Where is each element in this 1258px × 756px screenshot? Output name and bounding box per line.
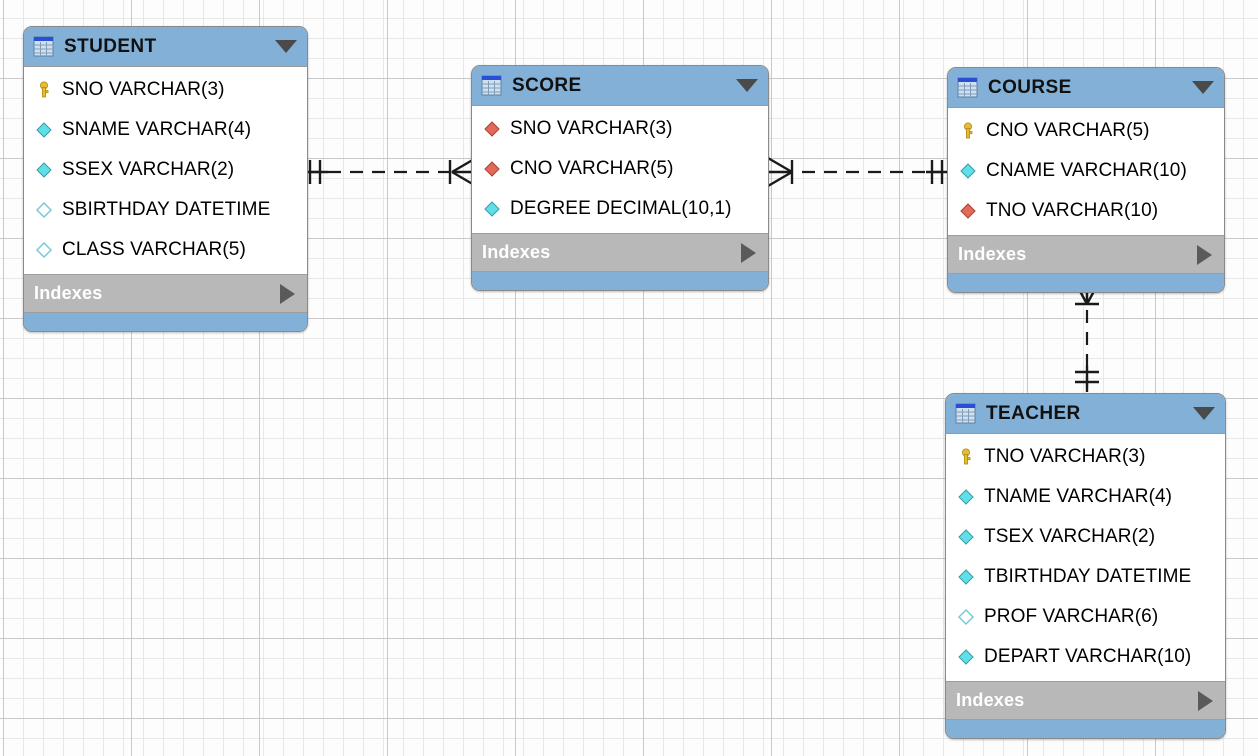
table-icon — [481, 75, 503, 97]
table-footer — [472, 271, 768, 290]
table-card-score[interactable]: SCORE SNO VARCHAR(3) CNO VARCHAR(5) — [471, 65, 769, 291]
table-field-row[interactable]: CNO VARCHAR(5) — [948, 111, 1224, 151]
indexes-label: Indexes — [482, 242, 551, 262]
column-icon — [956, 527, 976, 547]
cardinality-one-teacher — [1075, 366, 1099, 392]
chevron-right-icon[interactable] — [741, 242, 756, 263]
table-indexes-bar-teacher[interactable]: Indexes — [946, 681, 1225, 719]
table-title: STUDENT — [64, 35, 157, 57]
indexes-label: Indexes — [956, 690, 1025, 710]
table-field-label: CNO VARCHAR(5) — [510, 158, 674, 179]
table-header-course[interactable]: COURSE — [948, 68, 1224, 108]
chevron-down-icon[interactable] — [1192, 81, 1214, 94]
table-fields-teacher: TNO VARCHAR(3) TNAME VARCHAR(4) TSEX VAR… — [946, 434, 1225, 681]
table-header-teacher[interactable]: TEACHER — [946, 394, 1225, 434]
table-field-label: TNO VARCHAR(10) — [986, 200, 1159, 221]
relationship-course-teacher[interactable] — [1064, 280, 1110, 396]
table-field-row[interactable]: CLASS VARCHAR(5) — [24, 230, 307, 270]
table-fields-course: CNO VARCHAR(5) CNAME VARCHAR(10) TNO VAR… — [948, 108, 1224, 235]
table-field-row[interactable]: DEPART VARCHAR(10) — [946, 637, 1225, 677]
indexes-label: Indexes — [34, 283, 103, 303]
column-icon — [34, 120, 54, 140]
chevron-right-icon[interactable] — [280, 283, 295, 304]
table-card-course[interactable]: COURSE CNO VARCHAR(5) — [947, 67, 1225, 293]
table-indexes-bar-course[interactable]: Indexes — [948, 235, 1224, 273]
cardinality-many-score-right — [767, 156, 794, 188]
table-field-label: TNO VARCHAR(3) — [984, 446, 1146, 467]
table-field-label: SNAME VARCHAR(4) — [62, 119, 252, 140]
table-field-label: CLASS VARCHAR(5) — [62, 239, 246, 260]
foreign-key-icon — [958, 201, 978, 221]
foreign-key-icon — [482, 119, 502, 139]
indexes-label: Indexes — [958, 244, 1027, 264]
table-field-row[interactable]: SSEX VARCHAR(2) — [24, 150, 307, 190]
chevron-down-icon[interactable] — [736, 79, 758, 92]
table-field-row[interactable]: CNAME VARCHAR(10) — [948, 151, 1224, 191]
table-icon — [33, 36, 55, 58]
table-title: TEACHER — [986, 402, 1081, 424]
chevron-down-icon[interactable] — [1193, 407, 1215, 420]
table-field-row[interactable]: CNO VARCHAR(5) — [472, 149, 768, 189]
column-icon — [956, 487, 976, 507]
table-footer — [24, 312, 307, 331]
table-indexes-bar-score[interactable]: Indexes — [472, 233, 768, 271]
column-icon — [956, 567, 976, 587]
table-field-label: DEGREE DECIMAL(10,1) — [510, 198, 732, 219]
table-icon — [955, 403, 977, 425]
key-icon — [958, 121, 978, 141]
table-field-row[interactable]: TNO VARCHAR(3) — [946, 437, 1225, 477]
relationship-score-course[interactable] — [766, 150, 952, 194]
table-card-student[interactable]: STUDENT SNO VARCHAR(3) — [23, 26, 308, 332]
table-header-student[interactable]: STUDENT — [24, 27, 307, 67]
table-title: SCORE — [512, 74, 582, 96]
column-nullable-icon — [956, 607, 976, 627]
table-field-row[interactable]: SNO VARCHAR(3) — [24, 70, 307, 110]
table-field-row[interactable]: PROF VARCHAR(6) — [946, 597, 1225, 637]
table-field-row[interactable]: TNAME VARCHAR(4) — [946, 477, 1225, 517]
table-footer — [946, 719, 1225, 738]
table-fields-student: SNO VARCHAR(3) SNAME VARCHAR(4) SSEX VAR… — [24, 67, 307, 274]
table-field-label: TSEX VARCHAR(2) — [984, 526, 1156, 547]
table-field-label: SBIRTHDAY DATETIME — [62, 199, 271, 220]
table-footer — [948, 273, 1224, 292]
table-header-score[interactable]: SCORE — [472, 66, 768, 106]
chevron-right-icon[interactable] — [1198, 690, 1213, 711]
table-field-row[interactable]: SNO VARCHAR(3) — [472, 109, 768, 149]
table-field-row[interactable]: SNAME VARCHAR(4) — [24, 110, 307, 150]
table-card-teacher[interactable]: TEACHER TNO VARCHAR(3) — [945, 393, 1226, 739]
column-icon — [956, 647, 976, 667]
table-field-row[interactable]: TSEX VARCHAR(2) — [946, 517, 1225, 557]
relationship-student-score[interactable] — [300, 150, 480, 194]
table-field-label: SNO VARCHAR(3) — [510, 118, 673, 139]
column-icon — [482, 199, 502, 219]
table-field-label: TBIRTHDAY DATETIME — [984, 566, 1192, 587]
table-field-row[interactable]: TBIRTHDAY DATETIME — [946, 557, 1225, 597]
table-field-row[interactable]: DEGREE DECIMAL(10,1) — [472, 189, 768, 229]
column-nullable-icon — [34, 240, 54, 260]
table-field-label: SSEX VARCHAR(2) — [62, 159, 235, 180]
table-field-label: DEPART VARCHAR(10) — [984, 646, 1192, 667]
chevron-down-icon[interactable] — [275, 40, 297, 53]
column-icon — [34, 160, 54, 180]
table-field-label: CNAME VARCHAR(10) — [986, 160, 1187, 181]
cardinality-one-course — [926, 160, 950, 184]
chevron-right-icon[interactable] — [1197, 244, 1212, 265]
table-field-label: TNAME VARCHAR(4) — [984, 486, 1173, 507]
key-icon — [956, 447, 976, 467]
key-icon — [34, 80, 54, 100]
foreign-key-icon — [482, 159, 502, 179]
table-fields-score: SNO VARCHAR(3) CNO VARCHAR(5) DEGREE DEC… — [472, 106, 768, 233]
table-field-label: PROF VARCHAR(6) — [984, 606, 1159, 627]
table-field-row[interactable]: SBIRTHDAY DATETIME — [24, 190, 307, 230]
table-field-label: CNO VARCHAR(5) — [986, 120, 1150, 141]
table-field-row[interactable]: TNO VARCHAR(10) — [948, 191, 1224, 231]
table-title: COURSE — [988, 76, 1072, 98]
table-field-label: SNO VARCHAR(3) — [62, 79, 225, 100]
column-icon — [958, 161, 978, 181]
table-indexes-bar-student[interactable]: Indexes — [24, 274, 307, 312]
column-nullable-icon — [34, 200, 54, 220]
table-icon — [957, 77, 979, 99]
